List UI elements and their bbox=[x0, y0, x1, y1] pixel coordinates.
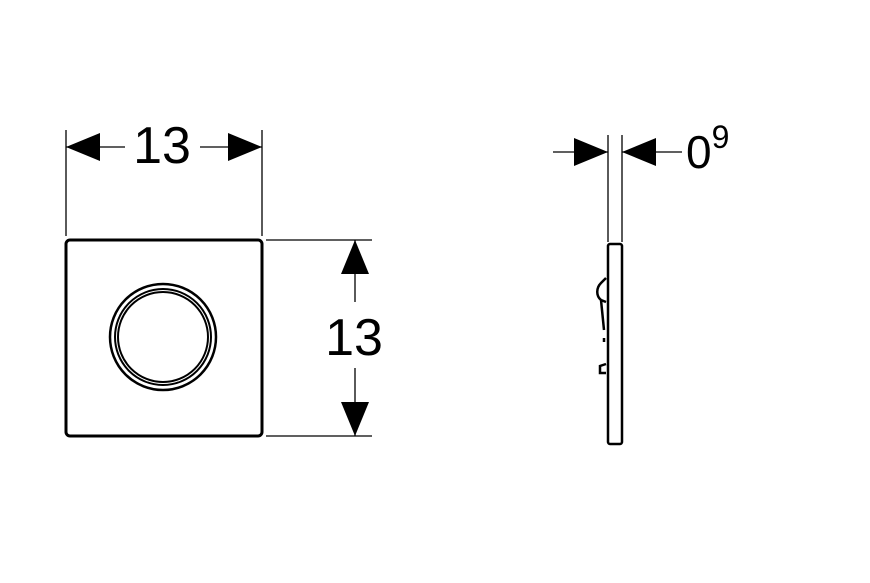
thickness-arrow-left bbox=[574, 138, 608, 166]
thickness-label-sup: 9 bbox=[712, 119, 730, 155]
height-label: 13 bbox=[325, 309, 383, 367]
width-arrow-left bbox=[66, 133, 100, 161]
height-arrow-bottom bbox=[341, 402, 369, 436]
rear-clip-lower bbox=[598, 362, 607, 375]
plate-profile bbox=[606, 242, 624, 446]
side-view: 09 bbox=[553, 119, 729, 446]
button-ring-middle bbox=[114, 288, 212, 386]
width-arrow-right bbox=[228, 133, 262, 161]
width-label: 13 bbox=[133, 117, 191, 175]
front-view: 13 13 bbox=[64, 117, 383, 438]
height-arrow-top bbox=[341, 240, 369, 274]
button-ring-inner bbox=[117, 291, 209, 383]
rear-clip bbox=[596, 277, 607, 342]
thickness-arrow-right bbox=[622, 138, 656, 166]
thickness-label-main: 0 bbox=[686, 126, 712, 178]
thickness-label: 09 bbox=[686, 119, 729, 178]
